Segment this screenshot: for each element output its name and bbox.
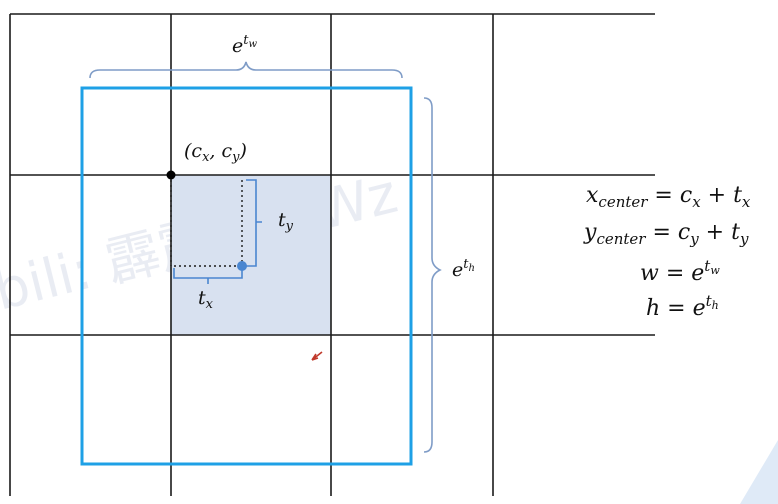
grid-cell-highlight <box>171 175 331 335</box>
predicted-box <box>80 86 413 466</box>
ty-bracket <box>246 179 262 267</box>
box-center-point <box>237 261 247 271</box>
corner-label: (cx, cy) <box>184 140 247 165</box>
width-brace <box>89 61 403 79</box>
height-label: eth <box>452 257 475 281</box>
height-brace <box>423 97 442 453</box>
corner-decoration <box>740 440 778 504</box>
width-label: etw <box>232 33 257 57</box>
equation-h: h = eth <box>646 292 719 321</box>
equation-w: w = etw <box>640 257 720 286</box>
grid-corner-point <box>166 170 176 180</box>
tx-bracket <box>173 268 243 284</box>
equation-x-center: xcenter = cx + tx <box>586 183 751 211</box>
equations: xcenter = cx + tx ycenter = cy + ty w = … <box>583 183 751 321</box>
equation-y-center: ycenter = cy + ty <box>583 220 749 248</box>
cursor-icon <box>311 351 323 361</box>
